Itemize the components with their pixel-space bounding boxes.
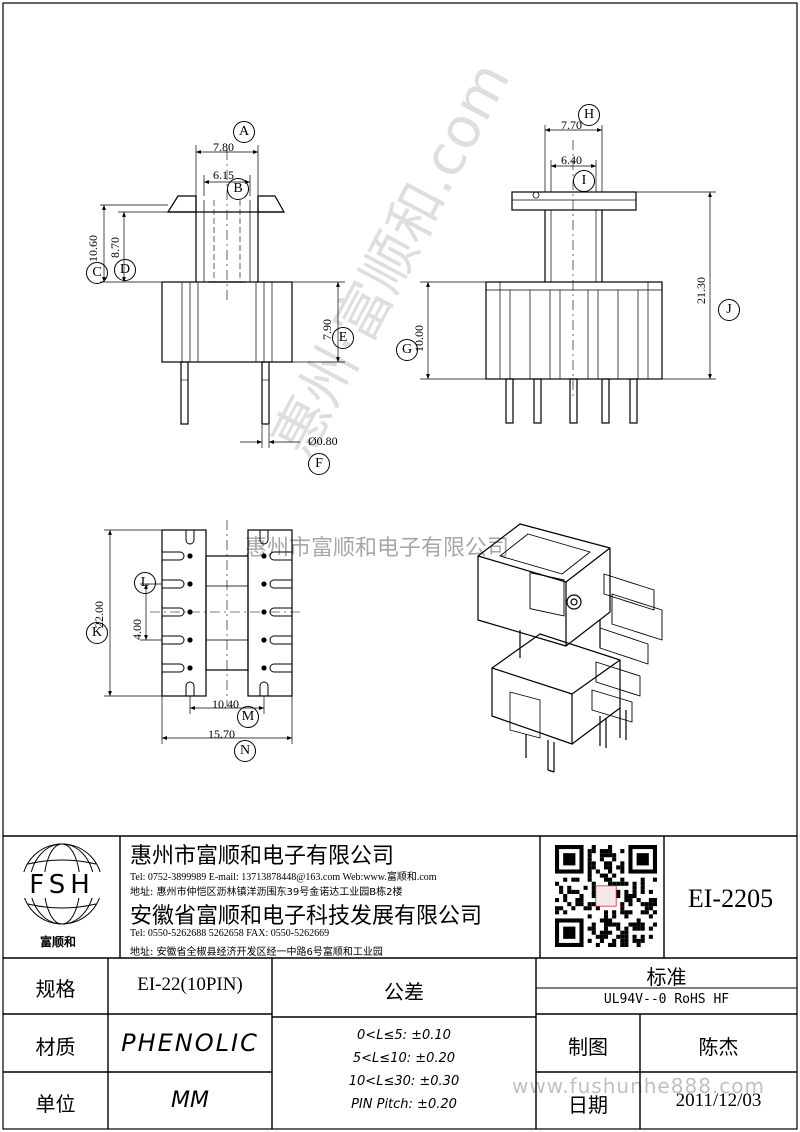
watermark-website: www.fushunhe888.com — [512, 1074, 765, 1098]
spec-label: 规格 — [35, 977, 76, 1001]
company2-name: 安徽省富顺和电子科技发展有限公司 — [130, 904, 483, 929]
callout-i: I — [573, 170, 595, 192]
dim-10-60: 10.60 — [86, 235, 100, 262]
part-number: EI-2205 — [687, 884, 774, 913]
standard-value: UL94V--0 RoHS HF — [603, 992, 730, 1007]
callout-l: L — [134, 572, 156, 594]
callout-m: M — [237, 706, 259, 728]
company2-contact: Tel: 0550-5262688 5262658 FAX: 0550-5262… — [130, 928, 330, 939]
isometric-view — [477, 523, 663, 773]
watermark-company: 惠州市富顺和电子有限公司 — [245, 536, 510, 561]
company1-contact: Tel: 0752-3899989 E-mail: 13713878448@16… — [130, 872, 437, 883]
material-value: PHENOLIC — [121, 1029, 259, 1057]
standard-label: 标准 — [646, 965, 687, 989]
dim-15-70: 15.70 — [208, 727, 235, 741]
callout-g: G — [396, 339, 418, 361]
drawn-label: 制图 — [568, 1035, 608, 1059]
callout-b: B — [227, 178, 249, 200]
logo-caption: 富顺和 — [40, 935, 77, 949]
company1-name: 惠州市富顺和电子有限公司 — [130, 844, 395, 869]
callout-n: N — [234, 740, 256, 762]
dim-pin-diameter: Ø0.80 — [308, 434, 338, 448]
callout-a: A — [233, 121, 255, 143]
drawn-value: 陈杰 — [698, 1035, 739, 1059]
unit-label: 单位 — [35, 1092, 76, 1116]
side-view — [485, 140, 663, 424]
tolerance-line: 10<L≤30: ±0.30 — [348, 1074, 460, 1089]
dim-4-00: 4.00 — [130, 619, 144, 640]
dim-7-70: 7.70 — [561, 118, 582, 132]
dim-6-40: 6.40 — [561, 153, 582, 167]
unit-value: MM — [171, 1088, 209, 1113]
bottom-view — [150, 520, 304, 706]
qr-code — [553, 843, 659, 949]
fsh-logo-globe — [20, 843, 104, 925]
dim-10-40: 10.40 — [212, 697, 239, 711]
dim-7-80: 7.80 — [213, 140, 234, 154]
callout-e: E — [332, 327, 354, 349]
tolerance-line: PIN Pitch: ±0.20 — [351, 1097, 457, 1112]
dim-6-15: 6.15 — [213, 168, 234, 182]
callout-f: F — [308, 453, 330, 475]
callout-h: H — [578, 104, 600, 126]
logo-text: FSH — [29, 870, 95, 900]
date-label: 日期 — [568, 1093, 608, 1117]
tolerance-label: 公差 — [384, 980, 424, 1004]
bottom-view-dims — [104, 529, 293, 744]
dim-8-70: 8.70 — [108, 237, 122, 258]
material-label: 材质 — [35, 1035, 76, 1059]
company1-address: 地址: 惠州市仲恺区沥林镇洋沥围东39号金诺达工业园B栋2楼 — [130, 887, 403, 898]
callout-d: D — [114, 259, 136, 281]
title-block-grid — [3, 835, 797, 1129]
callout-c: C — [86, 262, 108, 284]
spec-value: EI-22(10PIN) — [137, 974, 243, 995]
tolerance-line: 0<L≤5: ±0.10 — [357, 1028, 451, 1043]
front-view — [161, 150, 293, 425]
date-value: 2011/12/03 — [675, 1090, 762, 1111]
company2-address: 地址: 安徽省全椒县经济开发区经一中路6号富顺和工业园 — [130, 947, 383, 958]
tolerance-line: 5<L≤10: ±0.20 — [352, 1051, 456, 1066]
tolerance-list: 0<L≤5: ±0.10 5<L≤10: ±0.20 10<L≤30: ±0.3… — [272, 1024, 536, 1116]
dim-21-30: 21.30 — [694, 277, 708, 304]
callout-j: J — [718, 299, 740, 321]
side-view-dims — [420, 125, 716, 380]
callout-k: K — [86, 622, 108, 644]
